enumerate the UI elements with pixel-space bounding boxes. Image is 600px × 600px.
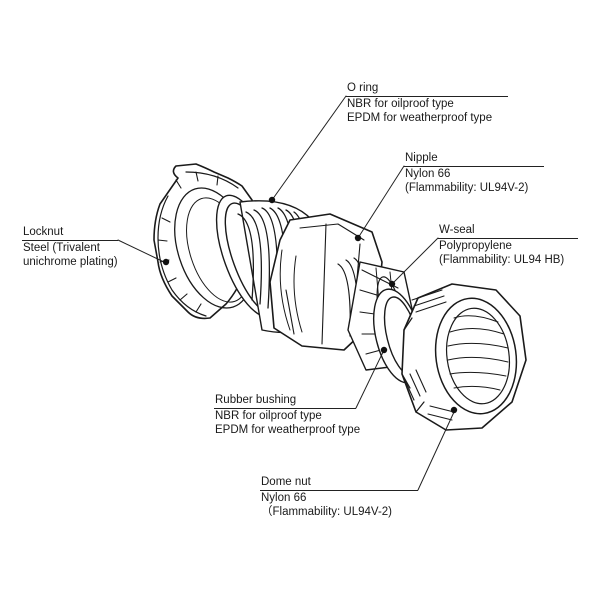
dome-nut-callout: Dome nut Nylon 66 （Flammability: UL94V-2… xyxy=(261,475,392,519)
o-ring-line-2: EPDM for weatherproof type xyxy=(347,112,493,124)
locknut-line-2: unichrome plating) xyxy=(23,256,118,268)
nipple-line-1: Nylon 66 xyxy=(405,168,451,180)
dome-nut-part xyxy=(401,283,527,431)
rubber-bushing-underline xyxy=(214,408,356,409)
nipple-line-2: (Flammability: UL94V-2) xyxy=(405,182,529,194)
rubber-bushing-line-2: EPDM for weatherproof type xyxy=(215,424,361,436)
rubber-bushing-callout: Rubber bushing NBR for oilproof type EPD… xyxy=(215,393,360,437)
locknut-title: Locknut xyxy=(23,226,64,238)
o-ring-line-1: NBR for oilproof type xyxy=(347,98,454,110)
dome-nut-title: Dome nut xyxy=(261,476,311,488)
rubber-bushing-line-1: NBR for oilproof type xyxy=(215,410,322,422)
leader-lines xyxy=(117,95,455,491)
dome-nut-underline xyxy=(260,490,418,491)
leader-dots xyxy=(162,196,458,414)
w-seal-title: W-seal xyxy=(439,224,475,236)
nipple-title: Nipple xyxy=(405,152,438,164)
dome-nut-line-1: Nylon 66 xyxy=(261,492,307,504)
locknut-underline xyxy=(22,240,118,241)
o-ring-underline xyxy=(346,96,508,97)
locknut-line-1: Steel (Trivalent xyxy=(23,242,100,254)
w-seal-callout: W-seal Polypropylene (Flammability: UL94… xyxy=(439,223,564,267)
locknut-callout: Locknut Steel (Trivalent unichrome plati… xyxy=(23,225,118,269)
o-ring-title: O ring xyxy=(347,82,379,94)
dome-nut-line-2: （Flammability: UL94V-2) xyxy=(261,506,393,518)
w-seal-line-1: Polypropylene xyxy=(439,240,512,252)
nipple-underline xyxy=(404,166,544,167)
o-ring-callout: O ring NBR for oilproof type EPDM for we… xyxy=(347,81,492,125)
w-seal-underline xyxy=(438,238,578,239)
w-seal-line-2: (Flammability: UL94 HB) xyxy=(439,254,565,266)
nipple-callout: Nipple Nylon 66 (Flammability: UL94V-2) xyxy=(405,151,528,195)
rubber-bushing-title: Rubber bushing xyxy=(215,394,297,406)
